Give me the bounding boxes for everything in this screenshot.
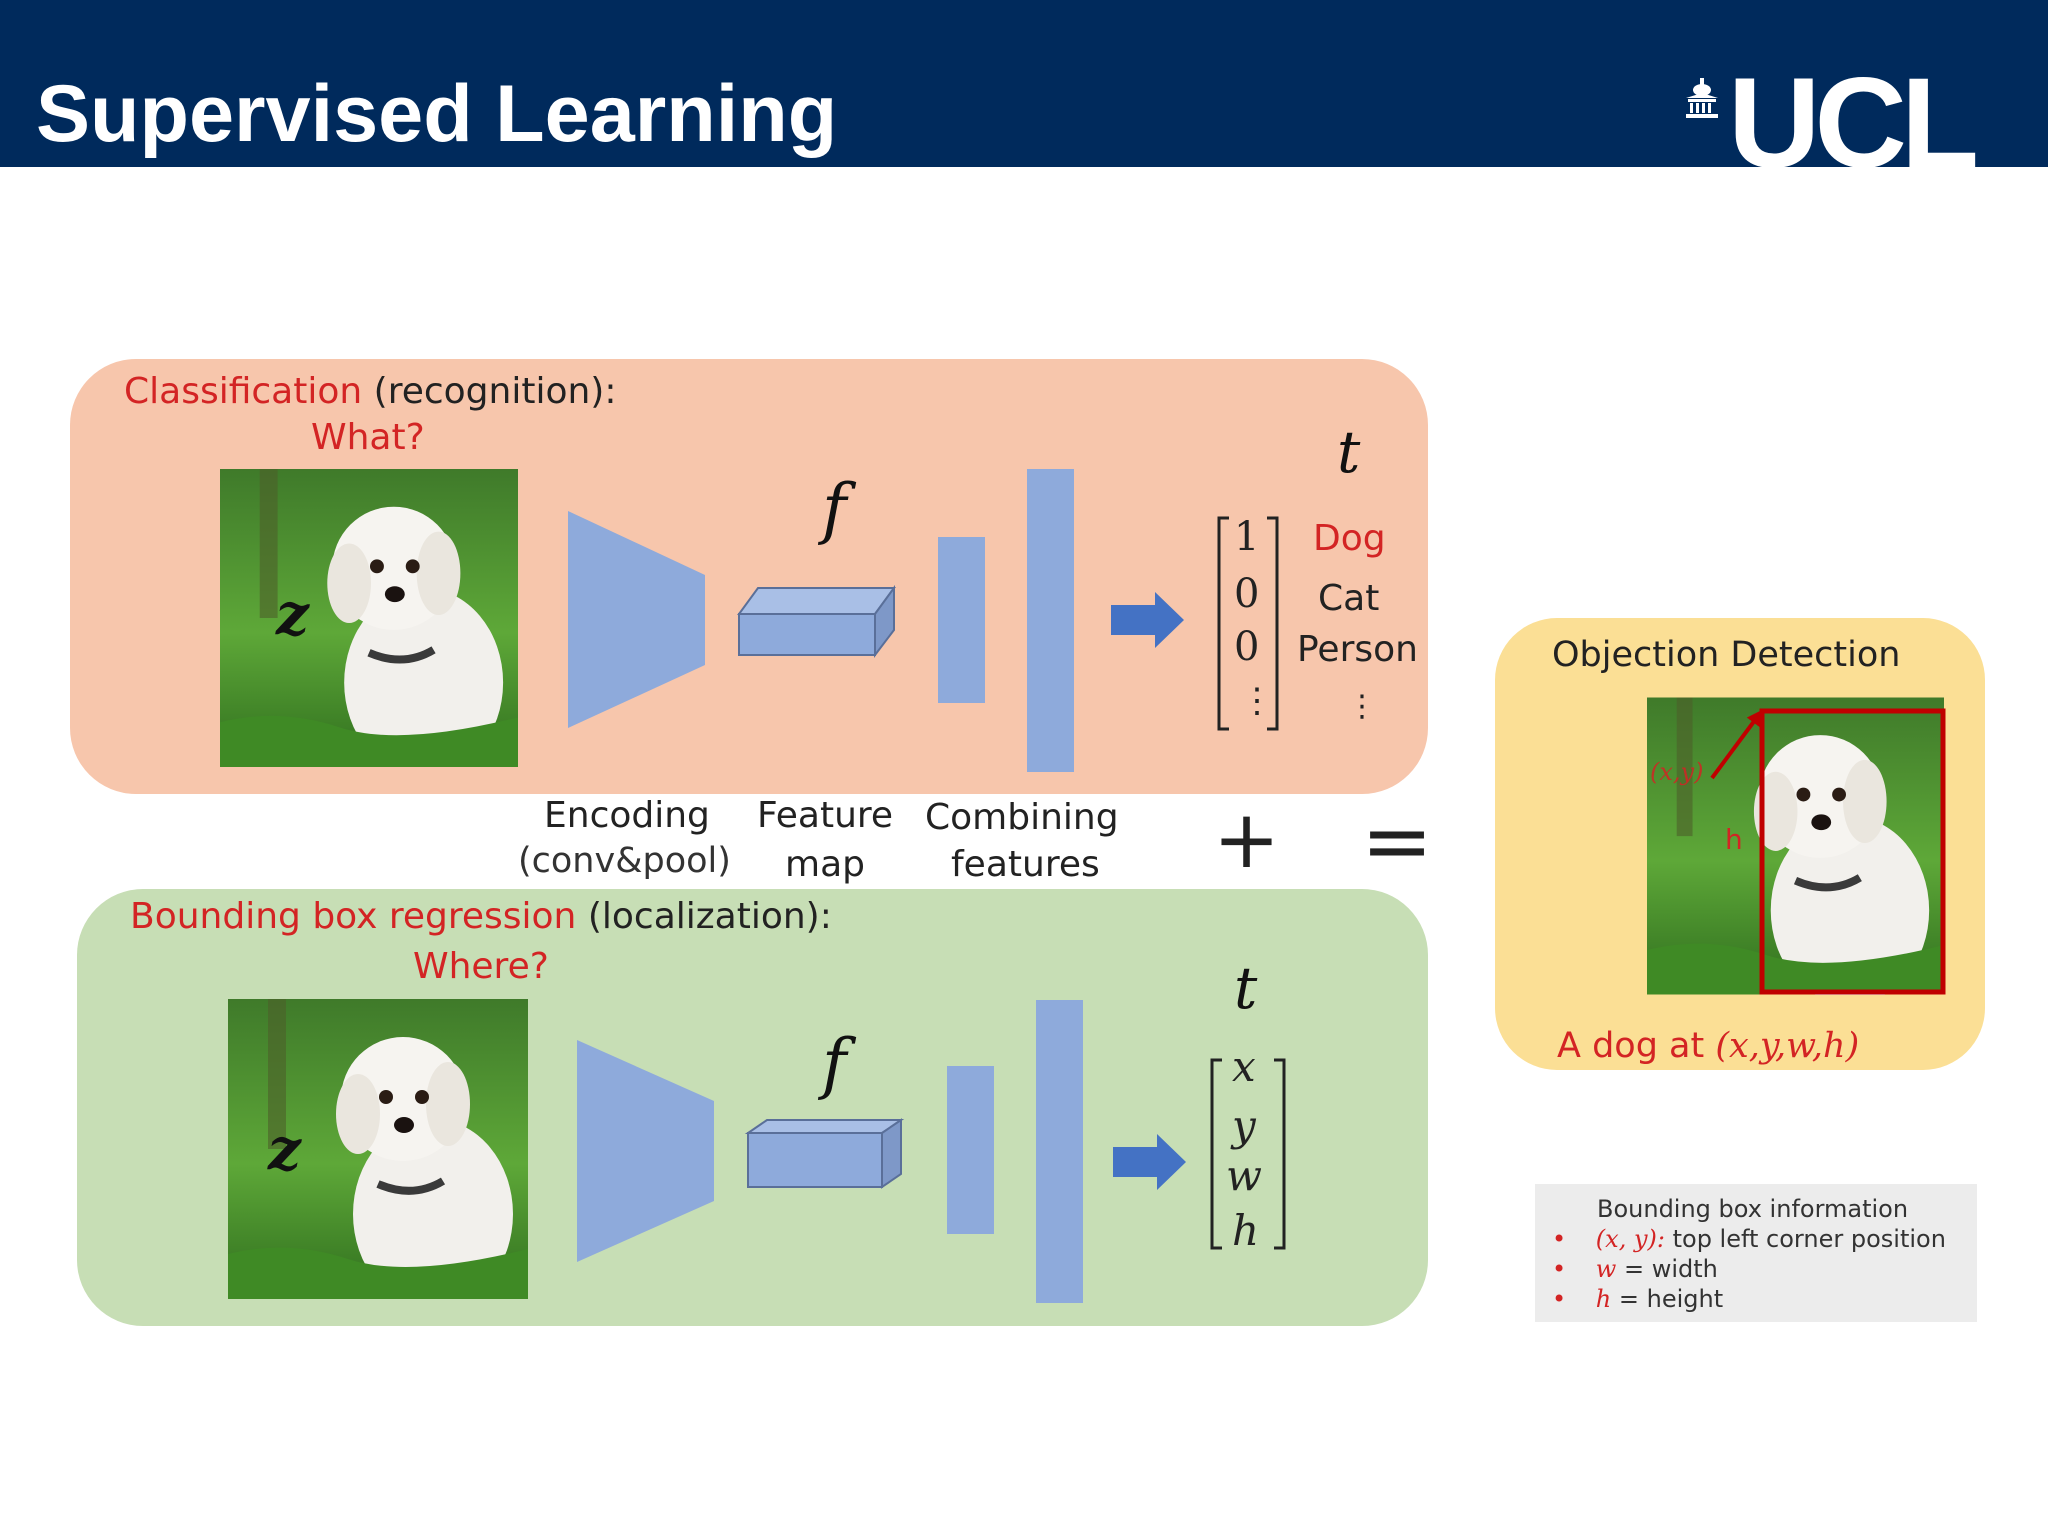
what-question: What? [311, 417, 425, 458]
corner-coordinate-label: (x,y) [1650, 758, 1704, 786]
bbox-vector-w: w [1226, 1151, 1262, 1200]
dog-photo-detection [1647, 697, 1944, 995]
input-label-z-bottom: z [268, 1115, 301, 1183]
feature-label-f-top: f [822, 470, 847, 547]
combining-label-line2: features [951, 844, 1100, 885]
classification-label: Classification [124, 371, 363, 412]
class-person: Person [1297, 629, 1418, 670]
legend-item-text: top left corner position [1664, 1225, 1946, 1253]
encoding-label: Encoding [544, 795, 710, 836]
arrow-right-icon-top [1111, 592, 1184, 648]
detection-caption: A dog at (x,y,w,h) [1557, 1029, 1859, 1064]
combine-bar-small-top [938, 537, 985, 703]
output-label-t-top: t [1337, 418, 1361, 486]
vector-bracket-right-bottom [1274, 1058, 1286, 1250]
slide-title: Supervised Learning [36, 69, 838, 159]
combine-bar-tall-top [1027, 469, 1074, 772]
legend-title: Bounding box information [1597, 1195, 1909, 1223]
recognition-label: (recognition): [373, 371, 617, 412]
vector-bracket-left-top [1217, 516, 1229, 731]
legend-item-math: h [1595, 1285, 1612, 1313]
legend-item: • (x, y): top left corner position [1552, 1227, 1946, 1251]
ucl-logo-text: UCL [1728, 52, 1979, 195]
bbox-legend-box [1535, 1184, 1977, 1322]
feature-map-box-bottom [744, 1118, 905, 1189]
vector-bracket-right-top [1267, 516, 1279, 731]
encoder-trapezoid-bottom [577, 1040, 714, 1262]
equals-sign: = [1361, 791, 1434, 891]
class-dog: Dog [1313, 518, 1386, 559]
where-question: Where? [413, 946, 549, 987]
legend-item: • h = height [1552, 1287, 1723, 1311]
detection-caption-math: (x,y,w,h) [1715, 1026, 1860, 1066]
legend-item-math: (x, y): [1595, 1225, 1665, 1253]
legend-bullet-icon: • [1552, 1225, 1567, 1253]
detection-caption-text: A dog at [1557, 1026, 1716, 1066]
legend-item-text: = height [1611, 1285, 1724, 1313]
feature-map-label-line2: map [785, 844, 865, 885]
class-more: ⋮ [1347, 689, 1377, 724]
arrow-right-icon-bottom [1113, 1134, 1186, 1190]
localization-label: (localization): [587, 896, 832, 937]
one-hot-value-1: 0 [1234, 571, 1260, 617]
regression-heading: Bounding box regression (localization): [130, 899, 832, 935]
dog-photo-regression [228, 999, 528, 1299]
detection-title: Objection Detection [1552, 635, 1901, 675]
classification-heading: Classification (recognition): [124, 374, 616, 410]
feature-map-box-top [737, 584, 896, 658]
plus-sign: + [1213, 793, 1281, 886]
combine-bar-small-bottom [947, 1066, 994, 1234]
bbox-vector-x: x [1232, 1042, 1256, 1091]
input-label-z-top: z [276, 580, 309, 648]
legend-bullet-icon: • [1552, 1255, 1567, 1283]
bbox-vector-y: y [1232, 1101, 1256, 1150]
vector-bracket-left-bottom [1210, 1058, 1222, 1250]
encoder-trapezoid-top [568, 511, 705, 728]
output-label-t-bottom: t [1234, 954, 1258, 1022]
slide-header [0, 0, 2048, 167]
feature-label-f-bottom: f [822, 1025, 847, 1102]
combining-label-line1: Combining [925, 797, 1119, 838]
corner-pointer-arrow [1710, 709, 1763, 780]
height-label: h [1725, 823, 1743, 856]
one-hot-value-0: 1 [1234, 514, 1260, 560]
ucl-logo: UCL [1684, 60, 2004, 188]
legend-item-math: w [1595, 1255, 1617, 1283]
one-hot-value-2: 0 [1234, 624, 1260, 670]
feature-map-label-line1: Feature [757, 795, 894, 836]
encoding-sub-label: (conv&pool) [518, 841, 731, 881]
combine-bar-tall-bottom [1036, 1000, 1083, 1303]
bbox-vector-h: h [1232, 1206, 1260, 1255]
legend-item: • w = width [1552, 1257, 1718, 1281]
class-cat: Cat [1318, 578, 1380, 619]
ucl-building-icon [1686, 78, 1718, 118]
dog-photo-classification [220, 469, 518, 767]
legend-item-text: = width [1616, 1255, 1718, 1283]
legend-bullet-icon: • [1552, 1285, 1567, 1313]
detection-bounding-box [1759, 708, 1946, 995]
one-hot-value-3: ⋮ [1240, 681, 1274, 721]
bbox-regression-label: Bounding box regression [130, 896, 577, 937]
